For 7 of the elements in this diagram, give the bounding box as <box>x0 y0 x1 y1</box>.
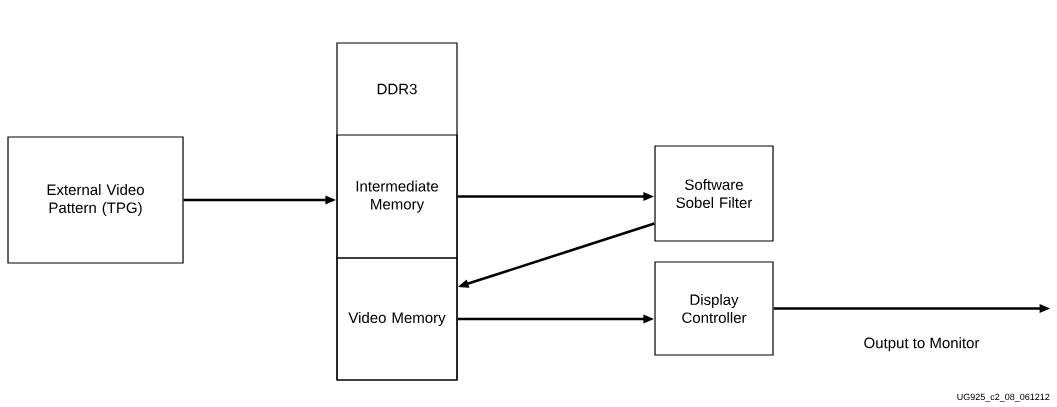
source-box: External Video Pattern (TPG) <box>7 136 184 264</box>
memory-box: Intermediate Memory <box>336 134 458 259</box>
figure-id: UG925_c2_08_061212 <box>957 393 1050 402</box>
edge-label: Output to Monitor <box>864 337 980 352</box>
process-box: Software Sobel Filter <box>654 145 774 242</box>
memory-box: Video Memory <box>336 257 458 381</box>
process-box: Display Controller <box>654 261 774 356</box>
